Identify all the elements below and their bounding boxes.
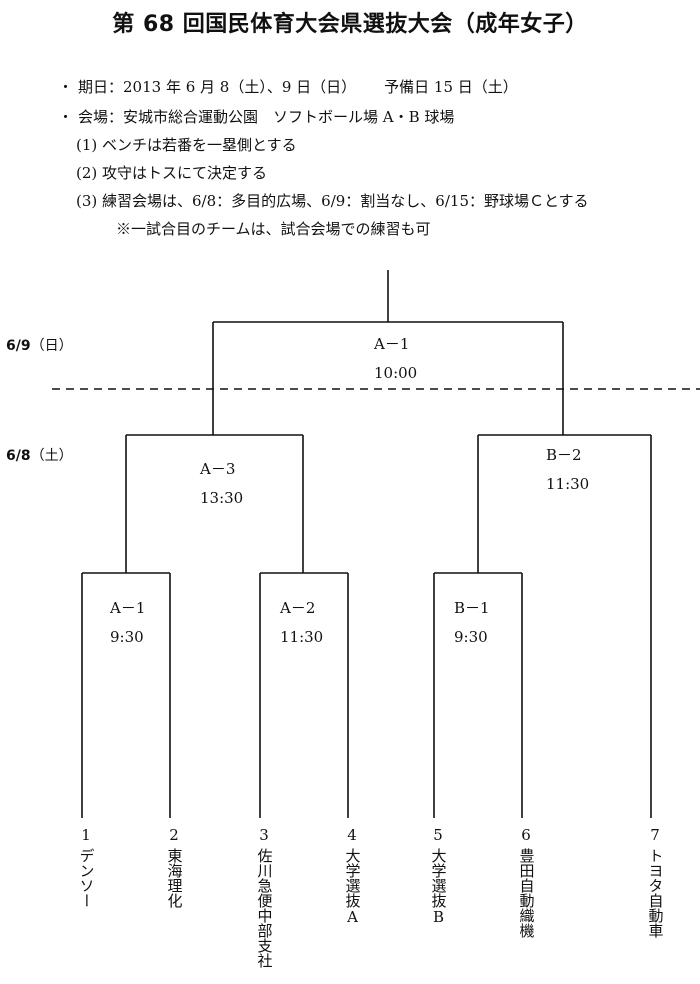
team-name: 豊田自動織機: [517, 848, 536, 938]
team-number: 5: [433, 826, 443, 844]
team-entry-6: 6 豊田自動織機: [516, 826, 536, 938]
info-reserve-day: 予備日 15 日（土）: [384, 78, 518, 96]
match-label: A－1: [110, 599, 146, 617]
match-a2: A－2 11:30: [280, 597, 323, 646]
info-note: ※一試合目のチームは、試合会場での練習も可: [116, 220, 431, 238]
match-time: 11:30: [546, 475, 590, 493]
match-time: 11:30: [280, 628, 324, 646]
day-date: 6/8: [6, 448, 31, 464]
match-label: B－2: [546, 446, 582, 464]
team-entry-4: 4 大学選抜A: [342, 826, 362, 926]
team-entry-1: 1 デンソー: [76, 826, 96, 908]
info-venue-line: ・会場：安城市総合運動公園 ソフトボール場 A・B 球場: [58, 106, 454, 127]
info-dates: 期日：2013 年 6 月 8（土）、9 日（日）: [78, 78, 357, 96]
team-name: 東海理化: [165, 848, 184, 908]
match-time: 10:00: [374, 364, 418, 382]
team-number: 3: [259, 826, 269, 844]
match-time: 9:30: [454, 628, 488, 646]
bullet: ・: [58, 108, 74, 126]
day-date: 6/9: [6, 338, 31, 354]
team-entry-2: 2 東海理化: [164, 826, 184, 908]
team-entry-5: 5 大学選抜B: [428, 826, 448, 926]
team-number: 7: [650, 826, 660, 844]
team-name: 佐川急便中部支社: [255, 848, 274, 968]
info-venue: 会場：安城市総合運動公園 ソフトボール場 A・B 球場: [78, 108, 455, 126]
day-label-6-9: 6/9（日）: [6, 335, 73, 355]
bullet: ・: [58, 78, 74, 96]
team-entry-3: 3 佐川急便中部支社: [254, 826, 274, 968]
match-b2: B－2 11:30: [546, 444, 589, 493]
match-time: 9:30: [110, 628, 144, 646]
page-title: 第 68 回国民体育大会県選抜大会（成年女子）: [112, 12, 588, 37]
team-entry-7: 7 トヨタ自動車: [645, 826, 665, 938]
info-rule-3: (3) 練習会場は、6/8：多目的広場、6/9：割当なし、6/15：野球場Ｃとす…: [76, 192, 589, 210]
team-name: 大学選抜B: [429, 848, 448, 926]
team-number: 2: [169, 826, 179, 844]
match-label: A－2: [280, 599, 316, 617]
team-number: 1: [81, 826, 91, 844]
match-label: B－1: [454, 599, 490, 617]
day-of-week: （日）: [30, 338, 73, 354]
day-of-week: （土）: [30, 448, 73, 464]
match-label: A－1: [374, 335, 410, 353]
info-dates-line: ・期日：2013 年 6 月 8（土）、9 日（日） 予備日 15 日（土）: [58, 76, 518, 97]
match-time: 13:30: [200, 489, 244, 507]
team-number: 4: [347, 826, 357, 844]
team-number: 6: [521, 826, 531, 844]
team-name: デンソー: [77, 848, 96, 908]
match-label: A－3: [200, 460, 236, 478]
match-b1: B－1 9:30: [454, 597, 490, 646]
team-name: トヨタ自動車: [646, 848, 665, 938]
match-final: A－1 10:00: [374, 333, 417, 382]
day-label-6-8: 6/8（土）: [6, 445, 73, 465]
match-a3: A－3 13:30: [200, 458, 243, 507]
info-rule-1: (1) ベンチは若番を一塁側とする: [76, 136, 297, 154]
match-a1: A－1 9:30: [110, 597, 145, 646]
team-name: 大学選抜A: [343, 848, 362, 926]
info-rule-2: (2) 攻守はトスにて決定する: [76, 164, 268, 182]
